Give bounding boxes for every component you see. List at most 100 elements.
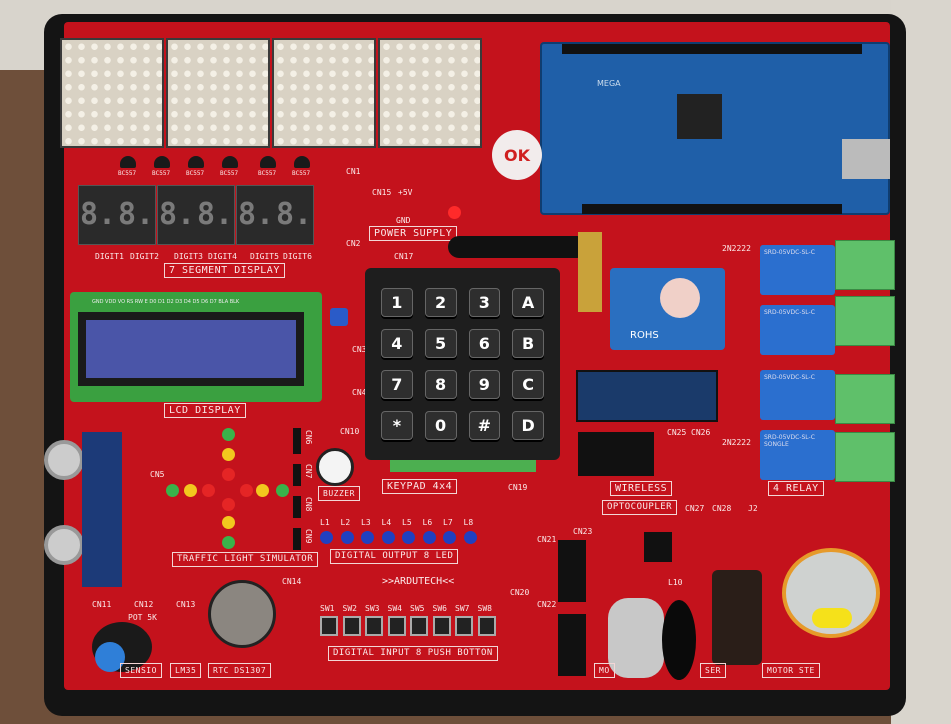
push-button[interactable]	[410, 616, 428, 636]
cn26-label: CN26	[691, 428, 711, 437]
push-button[interactable]	[432, 616, 451, 636]
output-led	[463, 531, 477, 544]
key-3[interactable]: 3	[468, 288, 501, 317]
output-led	[422, 531, 436, 544]
transistor-label: BC557	[220, 170, 239, 177]
relay-text: SRD-05VDC-SL-C	[764, 374, 815, 381]
push-button[interactable]	[342, 616, 361, 636]
push-button[interactable]	[365, 616, 383, 636]
push-button[interactable]	[320, 616, 338, 636]
switch-label: SW6	[432, 604, 447, 613]
key-0[interactable]: 0	[424, 411, 457, 440]
keypad-connector	[390, 460, 536, 472]
key-7[interactable]: 7	[381, 370, 413, 399]
digit-label: DIGIT1	[95, 252, 124, 261]
digit-label: DIGIT4	[208, 252, 237, 261]
led-label: L3	[361, 518, 371, 527]
key-1[interactable]: 1	[381, 288, 413, 317]
relay-1: SRD-05VDC-SL-C	[760, 245, 835, 295]
ok-sticker-small	[660, 278, 700, 318]
wireless-label: WIRELESS	[610, 481, 673, 496]
push-button[interactable]	[455, 616, 473, 636]
cn3-label: CN3	[352, 345, 367, 354]
output-led	[443, 531, 456, 544]
switch-label: SW5	[410, 604, 425, 613]
push-button[interactable]	[477, 616, 496, 636]
digit-label: DIGIT5	[250, 252, 279, 261]
switch-label: SW2	[342, 604, 357, 613]
stepper-shaft-coupler	[812, 608, 852, 628]
switch-label: SW1	[320, 604, 335, 613]
key-5[interactable]: 5	[424, 329, 457, 358]
dot-matrix-3	[272, 38, 376, 148]
terminal-block-1[interactable]	[835, 240, 895, 290]
bc557-transistor	[222, 156, 238, 168]
relay-label: 4 RELAY	[768, 481, 824, 496]
traffic-led-green	[276, 484, 289, 497]
keypad-label: KEYPAD 4x4	[382, 479, 458, 494]
cn1-label: CN1	[346, 167, 361, 176]
switch-label: SW4	[387, 604, 402, 613]
relay-maker: SONGLE	[764, 441, 789, 448]
terminal-block-3[interactable]	[835, 374, 895, 424]
key-9[interactable]: 9	[468, 370, 501, 399]
cn6-header	[293, 428, 301, 454]
servo-motor	[712, 570, 762, 665]
key-d[interactable]: D	[512, 411, 544, 440]
cn13-label: CN13	[176, 600, 196, 609]
stepper-label: MOTOR STE	[762, 663, 820, 678]
header-pins	[562, 44, 862, 54]
key-4[interactable]: 4	[381, 329, 413, 358]
ultrasonic-transducer	[44, 525, 84, 565]
traffic-led-red	[202, 484, 215, 497]
cn17-label: CN17	[394, 252, 414, 261]
ic-chip	[558, 540, 586, 602]
stepper-motor	[782, 548, 880, 638]
header-pins	[582, 204, 842, 214]
output-led	[402, 531, 415, 544]
transistor-label: BC557	[292, 170, 311, 177]
esp-wifi-module	[578, 432, 654, 476]
traffic-light-label: TRAFFIC LIGHT SIMULATOR	[172, 552, 319, 567]
cn5-label: CN5	[150, 470, 165, 479]
bc557-transistor	[188, 156, 204, 168]
dot-matrix-4	[378, 38, 482, 148]
output-led	[340, 531, 354, 544]
transistor-label: 2N2222	[722, 244, 751, 253]
output-led	[320, 531, 333, 544]
cn25-label: CN25	[667, 428, 687, 437]
key-star[interactable]: *	[381, 411, 413, 440]
terminal-block-2[interactable]	[835, 296, 895, 346]
brand-label: >>ARDUTECH<<	[382, 576, 455, 587]
cn19-label: CN19	[508, 483, 528, 492]
lcd-module: GND VDD VO RS RW E D0 D1 D2 D3 D4 D5 D6 …	[70, 292, 322, 402]
key-a[interactable]: A	[512, 288, 544, 317]
traffic-led-red	[222, 498, 235, 511]
gnd-label: GND	[396, 216, 411, 225]
buzzer-label: BUZZER	[318, 486, 360, 501]
terminal-block-4[interactable]	[835, 432, 895, 482]
key-c[interactable]: C	[512, 370, 544, 399]
key-2[interactable]: 2	[424, 288, 457, 317]
cn22-label: CN22	[537, 600, 557, 609]
arduino-mega: MEGA	[540, 42, 890, 215]
relay-text: SRD-05VDC-SL-C	[764, 249, 815, 256]
traffic-led-green	[222, 428, 235, 441]
l10-label: L10	[668, 578, 683, 587]
traffic-led-red	[240, 484, 253, 497]
digit-label: DIGIT3	[174, 252, 203, 261]
contrast-potentiometer[interactable]	[330, 308, 348, 326]
key-8[interactable]: 8	[424, 370, 457, 399]
key-hash[interactable]: #	[468, 411, 501, 440]
pot-label: POT 5K	[128, 613, 157, 622]
ultrasonic-transducer	[44, 440, 84, 480]
transistor-label: BC557	[186, 170, 205, 177]
led-label: L5	[402, 518, 412, 527]
transistor-label: BC557	[258, 170, 277, 177]
key-b[interactable]: B	[512, 329, 544, 358]
push-button[interactable]	[387, 616, 406, 636]
bluetooth-module	[576, 370, 718, 422]
key-6[interactable]: 6	[468, 329, 501, 358]
seven-segment-1: 8.8.	[78, 185, 156, 245]
j2-label: J2	[748, 504, 758, 513]
